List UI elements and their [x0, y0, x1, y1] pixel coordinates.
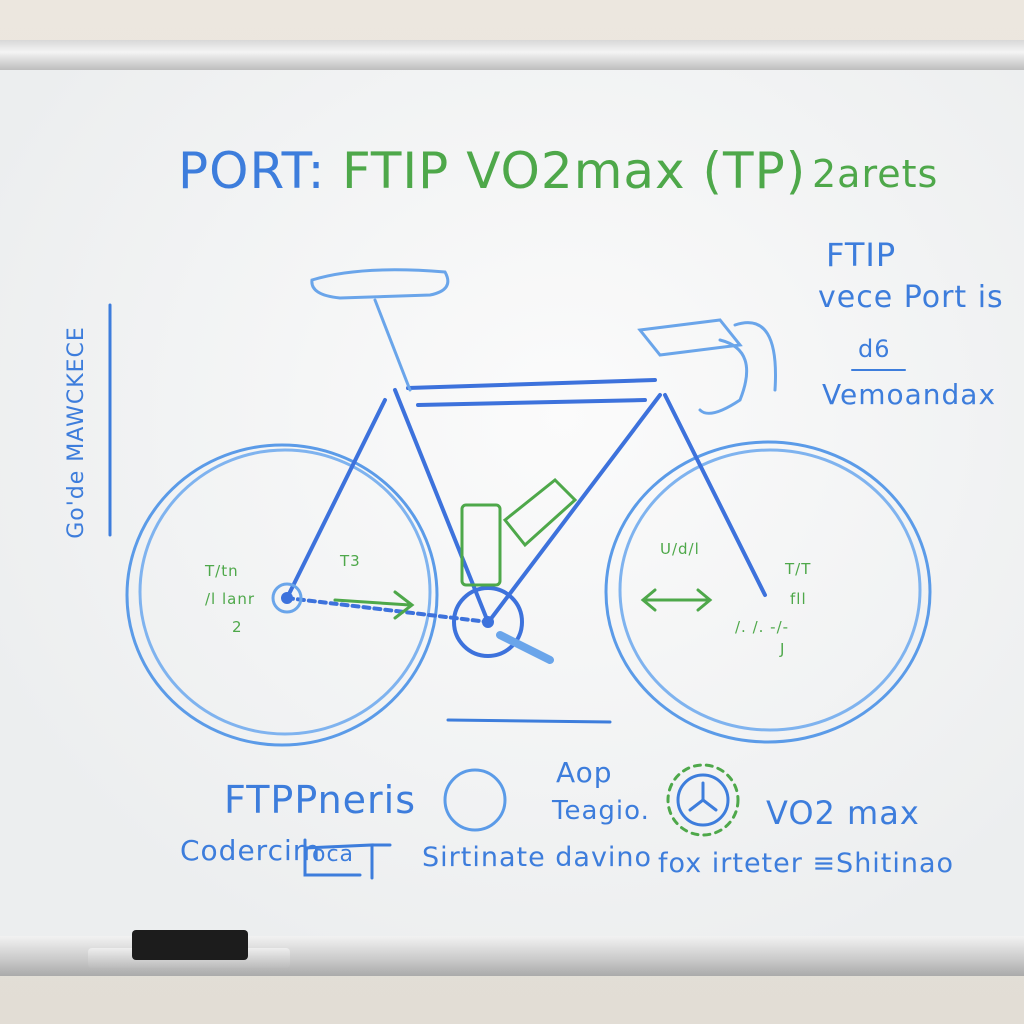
title-part2: FTIP VO2max (TP) — [342, 142, 807, 200]
front-note: /. /. -/- — [735, 618, 790, 636]
bottom-mid-top: Aop — [556, 756, 613, 789]
front-note: U/d/l — [660, 540, 700, 558]
title-part1: PORT: — [178, 142, 326, 200]
timer-icon — [676, 773, 730, 827]
rear-hub — [271, 582, 303, 614]
frame-seat-tube — [393, 388, 490, 624]
frame-seat-stay — [285, 398, 387, 600]
rear-note: 2 — [232, 618, 243, 636]
bottom-mid-mid: Teagio. — [552, 796, 650, 826]
chainring — [452, 586, 524, 658]
seat-post — [373, 298, 412, 392]
whiteboard-top-frame — [0, 40, 1024, 70]
bottom-mid-sub: Sirtinate davino — [422, 842, 653, 873]
bottom-right-sub: fox irteter ≡Shitinao — [658, 848, 955, 879]
rear-wheel — [125, 443, 439, 747]
bottom-right-title: VO2 max — [766, 794, 920, 832]
frame-down-tube — [488, 393, 662, 622]
rear-note: T3 — [340, 552, 361, 570]
rear-arrow — [333, 590, 415, 620]
title-part3: 2arets — [812, 152, 939, 196]
bottom-left-box: oca — [312, 842, 355, 867]
bottom-divider — [446, 718, 612, 724]
box-bracket — [303, 838, 392, 880]
bottle-cage — [460, 503, 502, 587]
right-note-line1: FTIP — [826, 236, 897, 274]
right-note-line2: vece Port is — [818, 280, 1004, 315]
handlebar-drop — [698, 321, 777, 415]
front-note: fll — [790, 590, 807, 608]
right-note-fraction-top: d6 — [858, 335, 891, 363]
front-note: T/T — [785, 560, 812, 578]
bottom-left-sub: Codercim — [180, 834, 322, 867]
whiteboard-eraser[interactable] — [132, 930, 248, 960]
crank-arm — [496, 631, 554, 664]
clock-dashed-circle — [666, 763, 740, 837]
bottom-left-title: FTPPneris — [224, 778, 417, 822]
handlebar-stem — [637, 318, 743, 357]
side-vertical-label: Go'de MAWCKECE — [63, 326, 89, 539]
front-note: J — [780, 640, 786, 658]
front-arrow — [640, 588, 713, 612]
frame-top-tube — [406, 378, 657, 390]
right-note-fraction-bottom: Vemoandax — [822, 378, 997, 411]
fork — [663, 393, 767, 597]
rear-note: T/tn — [205, 562, 239, 580]
saddle — [310, 268, 450, 300]
front-wheel — [604, 440, 932, 744]
rear-note: /l lanr — [205, 590, 256, 608]
power-icon — [443, 768, 507, 832]
